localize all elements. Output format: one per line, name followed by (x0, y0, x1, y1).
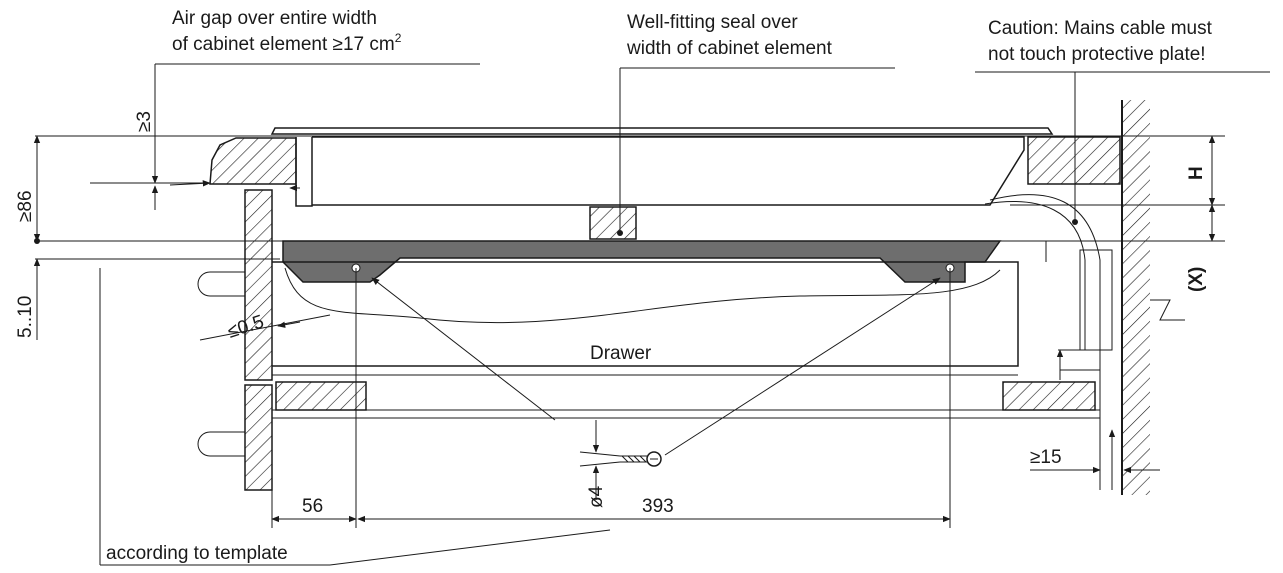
drawer-front (197, 189, 273, 491)
hob-body (295, 136, 1025, 207)
cable-loop (1079, 249, 1113, 351)
right-worktop (1027, 136, 1121, 185)
lower-block-left (275, 381, 367, 411)
protective-plate (282, 240, 1002, 283)
side-dim: ≥15 (1030, 447, 1062, 468)
lower-block-right (1002, 381, 1096, 411)
dimension-lines (33, 135, 1216, 528)
mains-cable (984, 194, 1101, 490)
hob-glass (270, 127, 1054, 135)
screw (579, 420, 662, 500)
drawer-box (272, 261, 1019, 367)
h-dim: H (1186, 166, 1207, 180)
offset-dim: 5..10 (15, 296, 36, 338)
seal-label-2: width of cabinet element (626, 38, 833, 59)
seal-block (589, 206, 637, 240)
drawer-label: Drawer (590, 343, 652, 364)
w56-dim: 56 (302, 496, 323, 517)
x-dim: (X) (1186, 267, 1207, 292)
seal-label-1: Well-fitting seal over (627, 12, 798, 33)
template-label: according to template (106, 543, 288, 564)
left-worktop (209, 137, 297, 185)
gap-dim: ≥3 (134, 111, 155, 132)
height-dim: ≥86 (15, 190, 36, 222)
seal-dot (617, 230, 623, 236)
leader-lines (90, 63, 1270, 566)
caution-label-2: not touch protective plate! (988, 44, 1206, 65)
air-gap-label-1: Air gap over entire width (172, 8, 377, 29)
drawer-curve (284, 267, 1001, 324)
break-symbol (1150, 299, 1185, 321)
w393-dim: 393 (642, 496, 674, 517)
right-wall (1121, 100, 1150, 495)
screw-dia-dim: ø4 (586, 485, 607, 508)
caution-label-1: Caution: Mains cable must (988, 18, 1213, 39)
air-gap-label-2: of cabinet element ≥17 cm2 (172, 31, 402, 55)
